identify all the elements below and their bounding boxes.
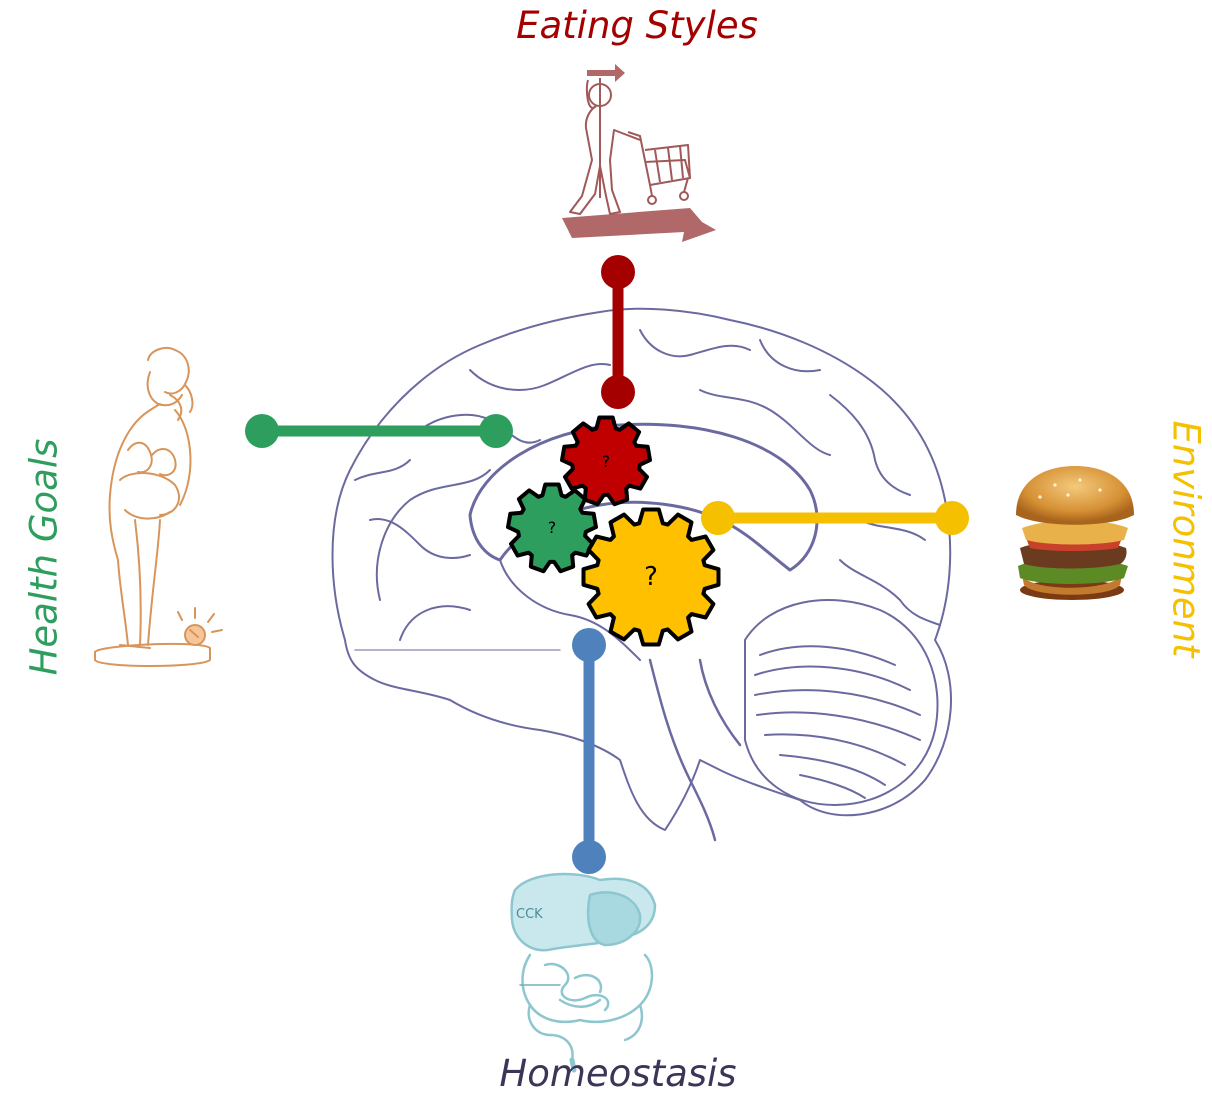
shopping-cart-person-illustration [562, 64, 716, 242]
burger-illustration [1016, 466, 1134, 600]
gear-green-question: ? [548, 518, 557, 537]
environment-label: Environment [1165, 420, 1208, 657]
brainstem [650, 660, 740, 840]
cerebellum [745, 600, 938, 805]
cck-label: CCK [516, 907, 543, 922]
homeostasis-label: Homeostasis [0, 1052, 1212, 1095]
person-on-scale-illustration [95, 348, 222, 666]
eating-styles-label: Eating Styles [0, 4, 1212, 47]
digestive-system-illustration: CCK [512, 874, 655, 1070]
health-goals-label: Health Goals [23, 439, 66, 676]
connector-homeostasis [572, 628, 606, 874]
connector-health-goals [245, 414, 513, 448]
gear-yellow-question: ? [644, 562, 658, 592]
gear-red-question: ? [602, 452, 611, 471]
connector-eating-styles [601, 255, 635, 409]
